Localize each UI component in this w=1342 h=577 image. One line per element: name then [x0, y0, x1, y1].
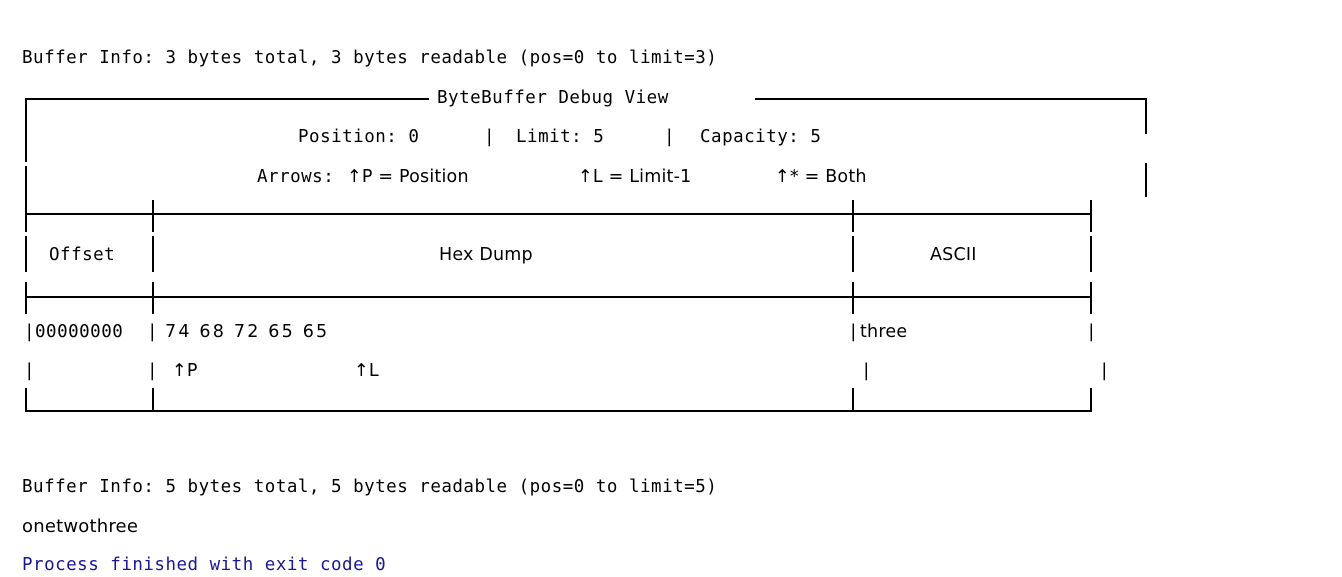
table-border-right-top — [1090, 200, 1092, 232]
frame-left-border-row2 — [25, 128, 27, 162]
table-colsep-ascii-bottom — [852, 388, 854, 412]
arrows-legend-position: ↑P = Position — [347, 167, 469, 187]
row-border-right: | — [1086, 322, 1098, 342]
arrows-legend-both: ↑* = Both — [775, 167, 867, 187]
table-border-left-mid — [25, 282, 27, 314]
arrows-legend-limit: ↑L = Limit-1 — [578, 167, 692, 187]
table-rule-top — [25, 213, 1091, 215]
table-border-right-mid — [1090, 282, 1092, 314]
exit-message-line: Process finished with exit code 0 — [22, 555, 387, 575]
capacity-stat: Capacity: 5 — [700, 127, 822, 147]
table-border-left-top — [25, 200, 27, 232]
frame-left-border-row1 — [25, 100, 27, 128]
decoded-string-line: onetwothree — [22, 516, 139, 537]
table-border-right-header — [1090, 236, 1092, 272]
row-border-left: | — [24, 322, 36, 342]
table-header-ascii: ASCII — [930, 245, 977, 265]
table-border-left-bottom — [25, 388, 27, 412]
row-ascii-value: three — [860, 322, 908, 342]
table-header-offset: Offset — [49, 245, 116, 265]
buffer-info-line-bottom: Buffer Info: 5 bytes total, 5 bytes read… — [22, 477, 718, 497]
arrows-legend-prefix: Arrows: — [257, 167, 335, 187]
limit-marker-arrow: ↑L — [354, 361, 379, 381]
table-colsep-offset-bottom — [152, 388, 154, 412]
table-rule-header-bottom — [25, 296, 1091, 298]
row-sep-offset-hex: | — [147, 322, 159, 342]
marker-row-sep-offset: | — [147, 361, 159, 381]
frame-top-border-right — [755, 98, 1147, 100]
frame-left-border-row3 — [25, 166, 27, 200]
row-sep-hex-ascii: | — [848, 322, 860, 342]
table-colsep-ascii-header — [852, 236, 854, 272]
table-colsep-ascii-mid — [852, 282, 854, 314]
debug-view-title: ByteBuffer Debug View — [437, 88, 669, 108]
stat-separator-2: | — [664, 127, 676, 147]
marker-row-border-right: | — [1099, 361, 1111, 381]
marker-row-border-left: | — [24, 361, 36, 381]
limit-stat: Limit: 5 — [516, 127, 605, 147]
position-stat: Position: 0 — [298, 127, 420, 147]
table-colsep-offset-header — [152, 236, 154, 272]
table-border-right-bottom — [1090, 388, 1092, 412]
stat-separator-1: | — [484, 127, 496, 147]
row-hex-bytes: 74 68 72 65 65 — [165, 322, 330, 342]
table-colsep-ascii-top — [852, 200, 854, 232]
table-colsep-offset-top — [152, 200, 154, 232]
row-offset-value: 00000000 — [35, 322, 124, 342]
table-border-left-header — [25, 236, 27, 272]
frame-right-border-row2 — [1145, 163, 1147, 197]
table-header-hex-dump: Hex Dump — [439, 245, 533, 265]
buffer-info-line-top: Buffer Info: 3 bytes total, 3 bytes read… — [22, 48, 718, 68]
position-marker-arrow: ↑P — [172, 361, 198, 381]
frame-right-border-row1 — [1145, 100, 1147, 134]
marker-row-sep-ascii: | — [861, 361, 873, 381]
table-colsep-offset-mid — [152, 282, 154, 314]
frame-top-border-left — [25, 98, 429, 100]
table-rule-bottom — [25, 410, 1091, 412]
